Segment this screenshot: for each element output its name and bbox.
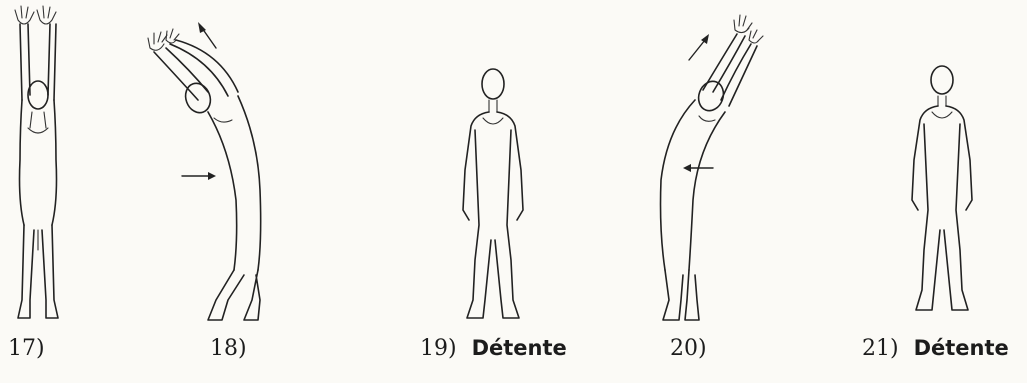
figure-19-standing (445, 0, 555, 330)
figure-21-standing (890, 0, 1000, 330)
caption-19: 19) Détente (420, 338, 567, 360)
caption-21: 21) Détente (862, 338, 1009, 360)
figure-number: 19) (420, 336, 457, 361)
figure-number: 20) (670, 336, 707, 361)
figure-number: 18) (210, 336, 247, 361)
figure-number: 17) (8, 336, 45, 361)
figure-number: 21) (862, 336, 899, 361)
figure-label: Détente (914, 336, 1009, 360)
caption-17: 17) (8, 338, 45, 360)
caption-20: 20) (670, 338, 707, 360)
figure-20-side-bend (625, 0, 785, 330)
figure-17-arms-raised (0, 0, 90, 330)
figure-label: Détente (472, 336, 567, 360)
caption-18: 18) (210, 338, 247, 360)
figure-18-side-bend (140, 0, 300, 330)
